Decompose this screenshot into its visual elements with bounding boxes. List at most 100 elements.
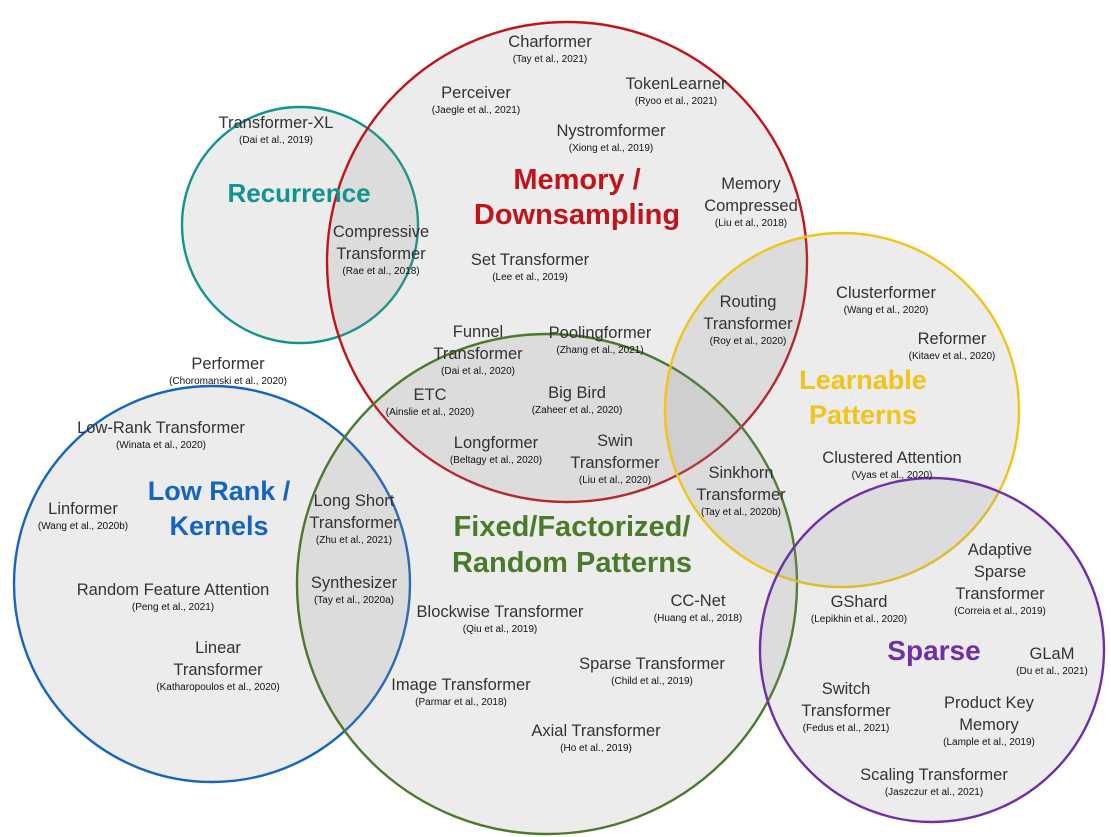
item-etc: ETC (Ainslie et al., 2020): [386, 386, 474, 418]
item-name-tokenlearner: TokenLearner: [626, 75, 727, 93]
group-label-sparse: Sparse: [887, 635, 980, 666]
item-citation-image-transformer: (Parmar et al., 2018): [415, 697, 507, 708]
circle-sparse: [758, 476, 1106, 824]
item-axial-transformer: Axial Transformer (Ho et al., 2019): [531, 722, 661, 754]
item-name-cc-net: CC-Net: [670, 592, 725, 610]
item-citation-clusterformer: (Wang et al., 2020): [844, 305, 929, 316]
item-random-feature-attention: Random Feature Attention (Peng et al., 20…: [77, 581, 270, 613]
item-citation-clustered-attention: (Vyas et al., 2020): [852, 470, 933, 481]
item-poolingformer: Poolingformer (Zhang et al., 2021): [549, 324, 652, 356]
item-name-image-transformer: Image Transformer: [391, 676, 531, 694]
item-citation-funnel-transformer: (Dai et al., 2020): [441, 366, 515, 377]
item-name-axial-transformer: Axial Transformer: [531, 722, 661, 740]
item-cc-net: CC-Net (Huang et al., 2018): [654, 592, 742, 624]
item-citation-memory-compressed: (Liu et al., 2018): [715, 218, 787, 229]
item-citation-gshard: (Lepikhin et al., 2020): [811, 614, 907, 625]
item-name-random-feature-attention: Random Feature Attention: [77, 581, 270, 599]
circle-learnable: [663, 231, 1021, 589]
item-blockwise-transformer: Blockwise Transformer(Qiu et al., 2019): [417, 603, 584, 635]
item-citation-longformer: (Beltagy et al., 2020): [450, 455, 542, 466]
item-name-nystromformer: Nystromformer: [556, 122, 666, 140]
item-set-transformer: Set Transformer(Lee et al., 2019): [471, 251, 590, 283]
circle-low-rank: [12, 384, 412, 784]
item-citation-tokenlearner: (Ryoo et al., 2021): [635, 96, 717, 107]
item-citation-perceiver: (Jaegle et al., 2021): [432, 105, 520, 116]
item-citation-poolingformer: (Zhang et al., 2021): [556, 345, 643, 356]
item-citation-compressive-transformer: (Rae et al., 2018): [342, 266, 419, 277]
item-name-clustered-attention: Clustered Attention: [822, 449, 961, 467]
item-citation-blockwise-transformer: (Qiu et al., 2019): [463, 624, 537, 635]
item-name-perceiver: Perceiver: [441, 84, 511, 102]
item-big-bird: Big Bird (Zaheer et al., 2020): [532, 384, 623, 416]
group-label-low-rank: Low Rank /Kernels: [148, 476, 291, 541]
item-name-reformer: Reformer: [918, 330, 987, 348]
item-citation-sinkhorn-transformer: (Tay et al., 2020b): [701, 507, 781, 518]
item-citation-big-bird: (Zaheer et al., 2020): [532, 405, 623, 416]
item-low-rank-transformer: Low-Rank Transformer (Winata et al., 2020…: [77, 419, 245, 451]
item-tokenlearner: TokenLearner (Ryoo et al., 2021): [626, 75, 727, 107]
group-label-memory: Memory /Downsampling: [474, 164, 680, 231]
item-clustered-attention: Clustered Attention (Vyas et al., 2020): [822, 449, 961, 481]
circle-recurrence: [180, 105, 420, 345]
item-citation-axial-transformer: (Ho et al., 2019): [560, 743, 632, 754]
item-name-sparse-transformer: Sparse Transformer: [579, 655, 725, 673]
circle-memory: [325, 20, 809, 504]
item-citation-low-rank-transformer: (Winata et al., 2020): [116, 440, 206, 451]
item-name-low-rank-transformer: Low-Rank Transformer: [77, 419, 245, 437]
item-citation-synthesizer: (Tay et al., 2020a): [314, 595, 394, 606]
item-citation-routing-transformer: (Roy et al., 2020): [710, 336, 787, 347]
item-citation-linformer: (Wang et al., 2020b): [38, 521, 128, 532]
item-citation-transformer-xl: (Dai et al., 2019): [239, 135, 313, 146]
item-citation-charformer: (Tay et al., 2021): [513, 54, 587, 65]
item-performer: Performer (Choromanski et al., 2020): [169, 355, 287, 387]
item-citation-performer: (Choromanski et al., 2020): [169, 376, 287, 387]
item-perceiver: Perceiver (Jaegle et al., 2021): [432, 84, 520, 116]
group-label-recurrence: Recurrence: [227, 178, 370, 208]
item-name-clusterformer: Clusterformer: [836, 284, 936, 302]
item-citation-switch-transformer: (Fedus et al., 2021): [803, 723, 890, 734]
item-citation-product-key-memory: (Lample et al., 2019): [943, 737, 1035, 748]
item-name-charformer: Charformer: [508, 33, 592, 51]
item-name-transformer-xl: Transformer-XL: [219, 114, 334, 132]
item-image-transformer: Image Transformer (Parmar et al., 2018): [391, 676, 531, 708]
item-citation-reformer: (Kitaev et al., 2020): [909, 351, 996, 362]
item-reformer: Reformer (Kitaev et al., 2020): [909, 330, 996, 362]
item-glam: GLaM(Du et al., 2021): [1016, 645, 1088, 677]
item-citation-set-transformer: (Lee et al., 2019): [492, 272, 568, 283]
item-name-poolingformer: Poolingformer: [549, 324, 652, 342]
item-name-etc: ETC: [414, 386, 447, 404]
item-name-performer: Performer: [191, 355, 265, 373]
item-citation-long-short-transformer: (Zhu et al., 2021): [316, 535, 392, 546]
item-citation-random-feature-attention: (Peng et al., 2021): [132, 602, 214, 613]
item-synthesizer: Synthesizer(Tay et al., 2020a): [311, 574, 398, 606]
item-citation-sparse-transformer: (Child et al., 2019): [611, 676, 693, 687]
item-clusterformer: Clusterformer (Wang et al., 2020): [836, 284, 936, 316]
item-name-gshard: GShard: [831, 593, 888, 611]
item-citation-etc: (Ainslie et al., 2020): [386, 407, 474, 418]
item-linformer: Linformer(Wang et al., 2020b): [38, 500, 128, 532]
item-citation-scaling-transformer: (Jaszczur et al., 2021): [885, 787, 983, 798]
item-citation-glam: (Du et al., 2021): [1016, 666, 1088, 677]
item-name-scaling-transformer: Scaling Transformer: [860, 766, 1008, 784]
item-citation-cc-net: (Huang et al., 2018): [654, 613, 742, 624]
item-name-big-bird: Big Bird: [548, 384, 606, 402]
